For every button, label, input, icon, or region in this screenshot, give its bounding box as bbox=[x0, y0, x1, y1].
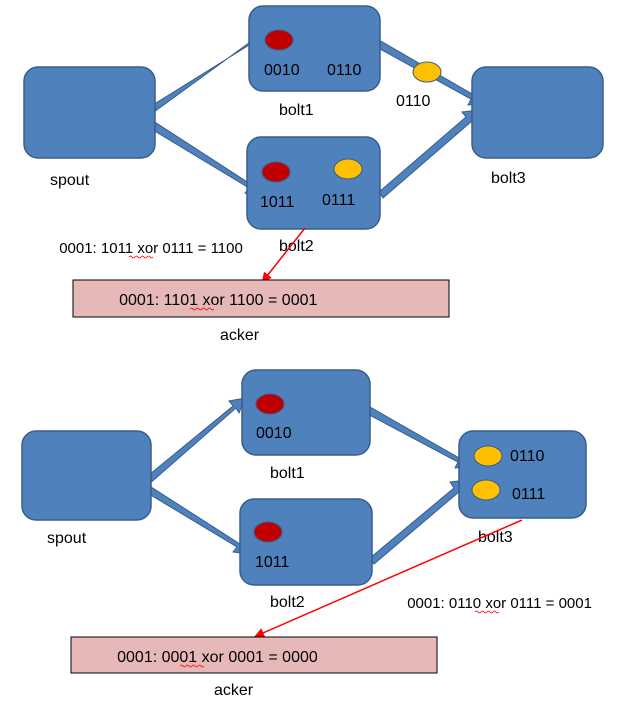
bottom-acker-left: 0001: 0001 bbox=[117, 649, 202, 666]
bottom-equation-xor: xor bbox=[485, 595, 506, 612]
top-equation-left: 0001: 1011 bbox=[59, 240, 137, 257]
bottom-bolt2-label: bolt2 bbox=[270, 594, 305, 611]
bottom-equation-right: 0111 = 0001 bbox=[506, 595, 592, 612]
top-spout-node bbox=[23, 66, 156, 159]
top-bolt2-label: bolt2 bbox=[279, 238, 314, 255]
top-bolt1-id1: 0010 bbox=[264, 62, 300, 79]
bottom-acker-xor: xor bbox=[202, 649, 225, 666]
top-edge-token-label: 0110 bbox=[396, 93, 431, 110]
bottom-bolt3-yellow-token-2 bbox=[471, 479, 501, 501]
bottom-bolt2-id1: 1011 bbox=[255, 554, 290, 571]
bottom-bolt1-label: bolt1 bbox=[270, 465, 305, 482]
top-spout-label: spout bbox=[50, 172, 90, 189]
bottom-bolt2-node bbox=[239, 498, 373, 586]
top-equation-right: 0111 = 1100 bbox=[158, 240, 243, 257]
top-bolt1-label: bolt1 bbox=[279, 102, 314, 119]
bottom-diagram: 0010 1011 0110 0111 spout bolt1 bolt2 bo… bbox=[21, 369, 613, 699]
arrow-spout-to-bolt2 bbox=[142, 116, 261, 197]
bottom-equation-left: 0001: 0110 bbox=[407, 595, 485, 612]
bottom-acker-label: acker bbox=[214, 682, 254, 699]
top-edge-yellow-token bbox=[412, 61, 442, 83]
top-equation-xor: xor bbox=[137, 240, 158, 257]
bottom-arrows bbox=[143, 397, 473, 565]
bottom-acker-right: 0001 = 0000 bbox=[224, 649, 318, 666]
bottom-acker-spellcheck bbox=[179, 664, 205, 668]
top-acker-box bbox=[72, 279, 450, 318]
top-red-arrow bbox=[261, 227, 306, 283]
top-bolt3-label: bolt3 bbox=[491, 170, 526, 187]
top-bolt2-id1: 1011 bbox=[260, 194, 295, 211]
arrow-bolt2-to-bolt3-bottom bbox=[369, 479, 468, 565]
bottom-spout-node bbox=[21, 430, 152, 521]
bottom-bolt3-id2: 0111 bbox=[512, 486, 545, 503]
top-bolt2-node bbox=[246, 136, 381, 230]
bottom-equation-spellcheck bbox=[474, 610, 500, 614]
top-equation: 0001: 1011 xor 0111 = 1100 bbox=[30, 240, 264, 257]
top-acker-xor: xor bbox=[202, 292, 225, 309]
top-acker-left: 0001: 1101 bbox=[119, 292, 202, 309]
arrow-spout-to-bolt1-bottom bbox=[143, 397, 246, 486]
top-bolt1-node bbox=[248, 5, 381, 92]
bottom-bolt1-node bbox=[241, 369, 371, 456]
bottom-red-arrow bbox=[254, 519, 523, 638]
bottom-acker-box bbox=[70, 636, 438, 674]
bottom-acker-equation: 0001: 0001 xor 0001 = 0000 bbox=[86, 649, 340, 666]
bottom-bolt3-label: bolt3 bbox=[478, 529, 513, 546]
top-acker-label: acker bbox=[220, 327, 260, 344]
top-bolt2-id2: 0111 bbox=[322, 192, 355, 209]
arrow-bolt2-to-bolt3 bbox=[378, 109, 480, 199]
top-bolt2-yellow-token bbox=[333, 158, 363, 180]
top-acker-spellcheck bbox=[189, 307, 215, 311]
top-bolt3-node bbox=[471, 66, 604, 159]
top-acker-equation: 0001: 1101 xor 1100 = 0001 bbox=[88, 292, 340, 309]
top-bolt1-id2: 0110 bbox=[327, 62, 362, 79]
top-equation-spellcheck bbox=[128, 255, 154, 259]
top-bolt1-red-token bbox=[264, 29, 294, 51]
bottom-bolt1-red-token bbox=[255, 393, 285, 415]
bottom-equation: 0001: 0110 xor 0111 = 0001 bbox=[378, 595, 613, 612]
arrow-spout-to-bolt1 bbox=[142, 30, 267, 118]
top-diagram: 0010 0110 1011 0111 0110 spout bolt1 bol… bbox=[23, 5, 604, 344]
arrow-bolt1-to-bolt3-bottom bbox=[359, 402, 473, 469]
bottom-spout-label: spout bbox=[47, 530, 87, 547]
top-bolt2-red-token bbox=[261, 161, 291, 183]
bottom-bolt1-id1: 0010 bbox=[256, 425, 292, 442]
top-acker-right: 1100 = 0001 bbox=[225, 292, 318, 309]
arrow-spout-to-bolt2-bottom bbox=[143, 484, 251, 555]
bottom-bolt3-node bbox=[458, 430, 587, 519]
bottom-bolt3-id1: 0110 bbox=[510, 448, 545, 465]
bottom-bolt2-red-token bbox=[253, 521, 283, 543]
bottom-bolt3-yellow-token-1 bbox=[473, 445, 503, 467]
